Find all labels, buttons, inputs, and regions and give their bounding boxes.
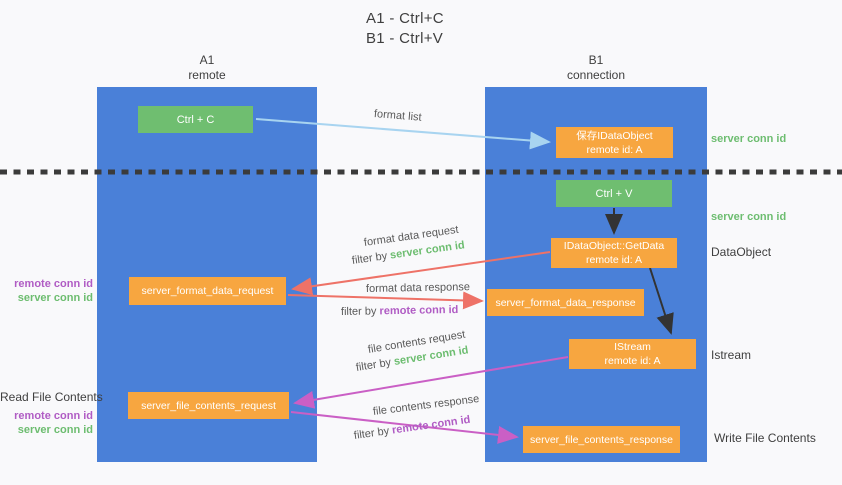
remote-conn-id-text: remote conn id (391, 413, 472, 437)
label-read-file-contents: Read File Contents (0, 390, 103, 404)
label-server-conn-id-left-top: server conn id (17, 292, 93, 304)
filter-by-text: filter by (353, 424, 393, 442)
column-a1-subtitle: remote (188, 68, 226, 82)
save-idataobject-line1: 保存IDataObject (576, 129, 653, 142)
istream-line1: IStream (614, 341, 651, 353)
ctrl-c-node: Ctrl + C (138, 106, 253, 133)
column-b1-subtitle: connection (566, 68, 626, 82)
format-data-response-arrow (287, 291, 484, 310)
istream-line2: remote id: A (604, 355, 661, 367)
column-a1-name: A1 (199, 53, 215, 67)
filter-by-text: filter by (351, 249, 391, 267)
title-line-2: B1 - Ctrl+V (366, 30, 444, 47)
remote-conn-id-text: remote conn id (379, 303, 459, 318)
label-remote-conn-id-left-top: remote conn id (14, 278, 93, 290)
column-b1-name: B1 (588, 53, 604, 67)
label-format-data-response: format data response (365, 281, 471, 295)
label-filter-by-remote-conn-id-2: filter by remote conn id (353, 414, 471, 442)
filter-by-text: filter by (355, 356, 395, 374)
label-write-file-contents: Write File Contents (714, 431, 816, 445)
label-server-conn-id-right-top: server conn id (711, 133, 787, 145)
diagram-title: A1 - Ctrl+C B1 - Ctrl+V (366, 9, 444, 49)
label-server-conn-id-right-mid: server conn id (711, 211, 787, 223)
ctrl-v-node: Ctrl + V (556, 180, 672, 207)
server-file-contents-request-node: server_file_contents_request (128, 392, 289, 419)
server-format-data-response-node: server_format_data_response (487, 289, 644, 316)
server-file-contents-response-node: server_file_contents_response (523, 426, 680, 453)
server-format-data-request-node: server_format_data_request (129, 277, 286, 305)
column-header-a1: A1 remote (97, 53, 317, 83)
label-format-list: format list (373, 108, 423, 124)
label-istream: Istream (711, 348, 752, 362)
getdata-line1: IDataObject::GetData (563, 240, 665, 252)
istream-node: IStream remote id: A (569, 339, 696, 369)
column-header-b1: B1 connection (485, 53, 707, 83)
label-server-conn-id-left-bottom: server conn id (17, 424, 93, 436)
getdata-node: IDataObject::GetData remote id: A (551, 238, 677, 268)
label-filter-by-remote-conn-id-1: filter by remote conn id (341, 304, 459, 318)
label-remote-conn-id-left-bottom: remote conn id (14, 410, 93, 422)
save-idataobject-node: 保存IDataObject remote id: A (556, 127, 673, 158)
label-dataobject: DataObject (711, 245, 772, 259)
save-idataobject-line2: remote id: A (586, 143, 643, 156)
getdata-line2: remote id: A (585, 254, 643, 266)
title-line-1: A1 - Ctrl+C (366, 10, 444, 27)
filter-by-text: filter by (340, 305, 380, 318)
